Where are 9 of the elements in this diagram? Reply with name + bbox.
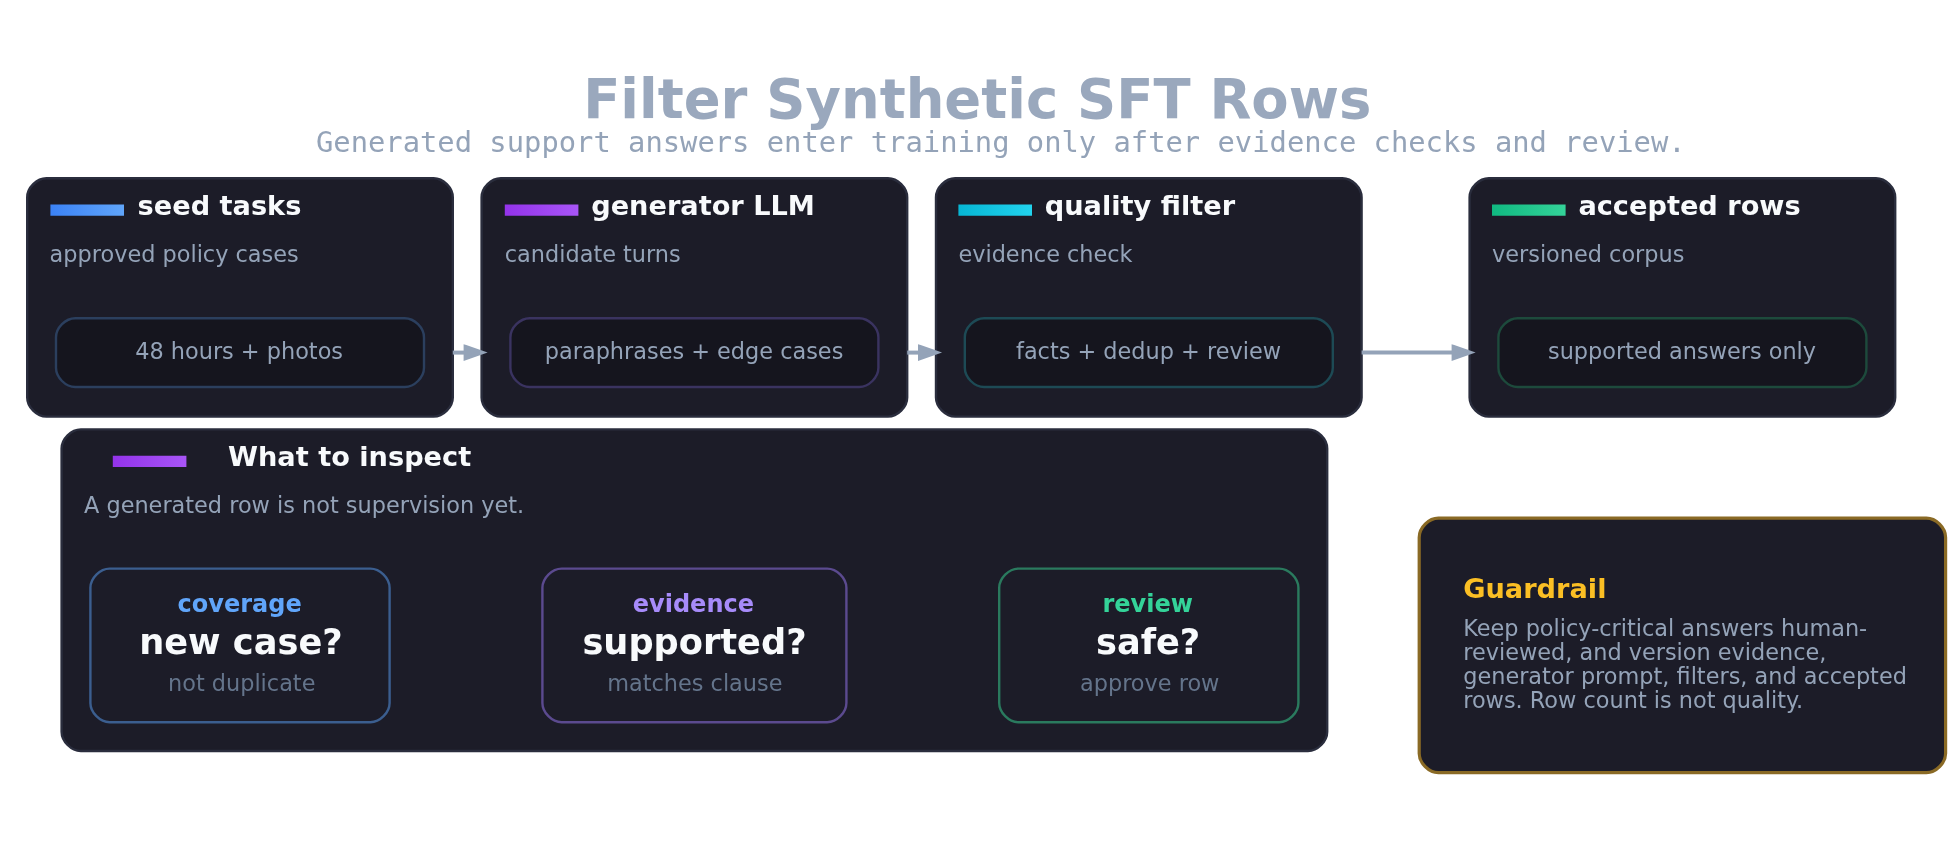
node-box: facts + dedup + review: [963, 317, 1334, 389]
node-box: coverage new case? not duplicate: [89, 567, 391, 724]
node-box: review safe? approve row: [998, 567, 1300, 724]
node-box: Guardrail Keep policy-critical answers human-reviewed, and version evidence, generator prompt, filters, and accepted rows. Row count is not quality.: [1417, 516, 1948, 775]
node-box: 48 hours + photos: [54, 317, 426, 389]
arrow: [1361, 344, 1476, 361]
node-box: evidence supported? matches clause: [541, 567, 848, 724]
node-box: paraphrases + edge cases: [509, 317, 880, 389]
node-box: supported answers only: [1497, 317, 1868, 389]
